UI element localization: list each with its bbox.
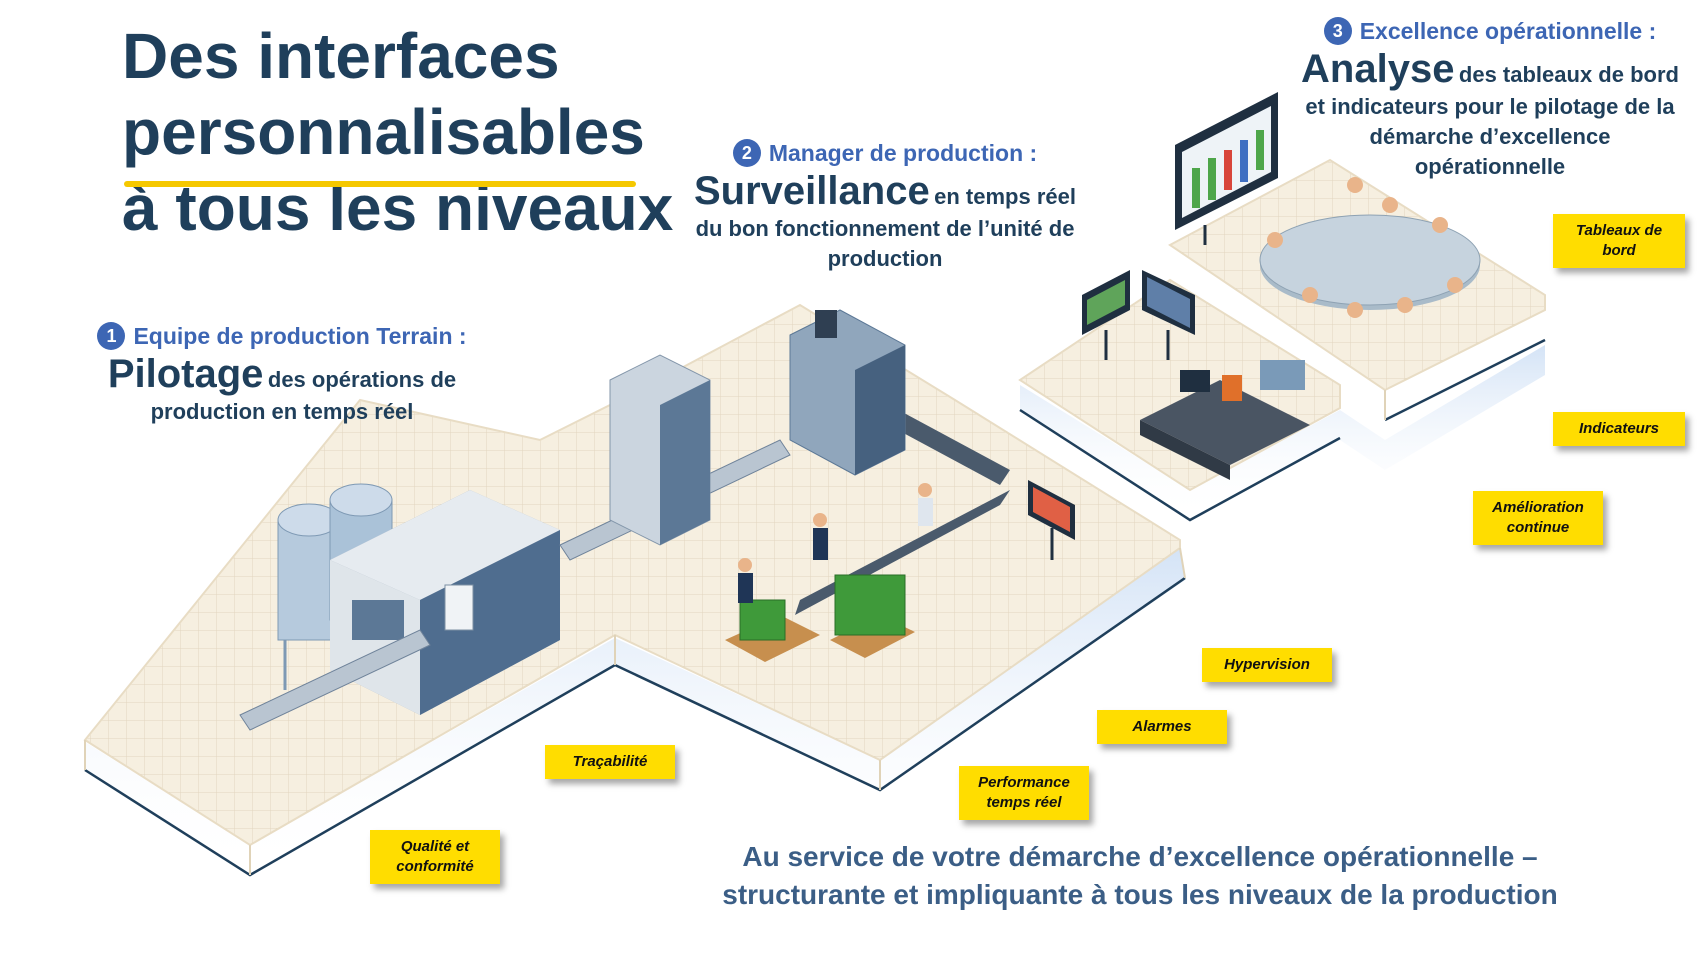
- level-3-desc-line-3: opérationnelle: [1414, 154, 1566, 179]
- manager-screens: [1082, 270, 1195, 360]
- meeting-table: [1259, 177, 1481, 318]
- level-1-summary: Pilotage des opérations de: [72, 352, 492, 397]
- tag-hypervision: Hypervision: [1202, 648, 1332, 682]
- level-2-keyword: Surveillance: [694, 169, 930, 213]
- level-3-heading-text: Excellence opérationnelle :: [1359, 17, 1657, 44]
- level-1-keyword: Pilotage: [107, 352, 264, 396]
- footer-tagline: Au service de votre démarche d’excellenc…: [700, 838, 1580, 914]
- level-2-block: 2 Manager de production : Surveillance e…: [670, 139, 1100, 274]
- level-1-desc-inline: des opérations de: [267, 367, 457, 392]
- tag-performance-temps-reel: Performance temps réel: [959, 766, 1089, 820]
- floor-screen: [1028, 480, 1075, 560]
- manager-desk: [1140, 360, 1310, 480]
- tag-tableaux-de-bord-line-1: Tableaux de: [1575, 222, 1663, 239]
- tag-amelioration-continue-line-1: Amélioration: [1492, 499, 1584, 516]
- tag-amelioration-continue: Amélioration continue: [1473, 491, 1603, 545]
- level-1-heading: 1 Equipe de production Terrain :: [72, 322, 492, 350]
- tag-tableaux-de-bord: Tableaux de bord: [1553, 214, 1685, 268]
- tag-qualite-conformite-line-2: conformité: [396, 858, 474, 875]
- dashboard-wall: [1175, 92, 1278, 245]
- level-1-block: 1 Equipe de production Terrain : Pilotag…: [72, 322, 492, 427]
- crates-pallets: [725, 574, 915, 662]
- footer-line-1: Au service de votre démarche d’excellenc…: [742, 841, 1538, 872]
- level-3-keyword: Analyse: [1301, 47, 1455, 91]
- level-2-number-badge: 2: [732, 139, 761, 167]
- level-3-number-badge: 3: [1323, 17, 1352, 45]
- tag-hypervision-line-1: Hypervision: [1224, 656, 1310, 673]
- floor-shadow: [85, 345, 1545, 875]
- workers: [738, 483, 933, 603]
- level-3-desc-inline: des tableaux de bord: [1458, 62, 1679, 87]
- level-3-summary: Analyse des tableaux de bord: [1290, 47, 1690, 92]
- tag-qualite-conformite-line-1: Qualité et: [400, 838, 470, 855]
- tag-performance-temps-reel-line-1: Performance: [978, 774, 1070, 791]
- tag-alarmes: Alarmes: [1097, 710, 1227, 744]
- tag-tracabilite: Traçabilité: [545, 745, 675, 779]
- title-underline: [124, 181, 636, 187]
- level-2-desc-line-1: du bon fonctionnement de l’unité de: [695, 216, 1075, 241]
- level-2-desc-line-2: production: [827, 246, 943, 271]
- level-3-desc-line-1: et indicateurs pour le pilotage de la: [1305, 94, 1675, 119]
- page-title-line-1: Des interfaces personnalisables: [122, 20, 645, 168]
- tag-alarmes-line-1: Alarmes: [1132, 718, 1192, 735]
- level-1-heading-text: Equipe de production Terrain :: [133, 322, 467, 349]
- level-3-desc-line-2: démarche d’excellence: [1369, 124, 1611, 149]
- tag-performance-temps-reel-line-2: temps réel: [986, 794, 1062, 811]
- level-2-desc-inline: en temps réel: [934, 184, 1076, 209]
- tag-indicateurs-line-1: Indicateurs: [1578, 420, 1660, 437]
- tag-amelioration-continue-line-2: continue: [1506, 519, 1570, 536]
- tag-indicateurs: Indicateurs: [1553, 412, 1685, 446]
- level-1-desc-line-1: production en temps réel: [150, 399, 414, 424]
- production-floor: [83, 303, 1186, 877]
- level-1-number-badge: 1: [97, 322, 126, 350]
- level-2-heading-text: Manager de production :: [768, 139, 1038, 166]
- level-2-heading: 2 Manager de production :: [670, 139, 1100, 167]
- level-2-summary: Surveillance en temps réel: [670, 169, 1100, 214]
- filling-machines: [609, 309, 906, 546]
- level-3-block: 3 Excellence opérationnelle : Analyse de…: [1290, 17, 1690, 182]
- tag-tableaux-de-bord-line-2: bord: [1602, 242, 1636, 259]
- tag-qualite-conformite: Qualité et conformité: [370, 830, 500, 884]
- tag-tracabilite-line-1: Traçabilité: [572, 753, 648, 770]
- level-3-heading: 3 Excellence opérationnelle :: [1290, 17, 1690, 45]
- footer-line-2: structurante et impliquante à tous les n…: [722, 879, 1558, 910]
